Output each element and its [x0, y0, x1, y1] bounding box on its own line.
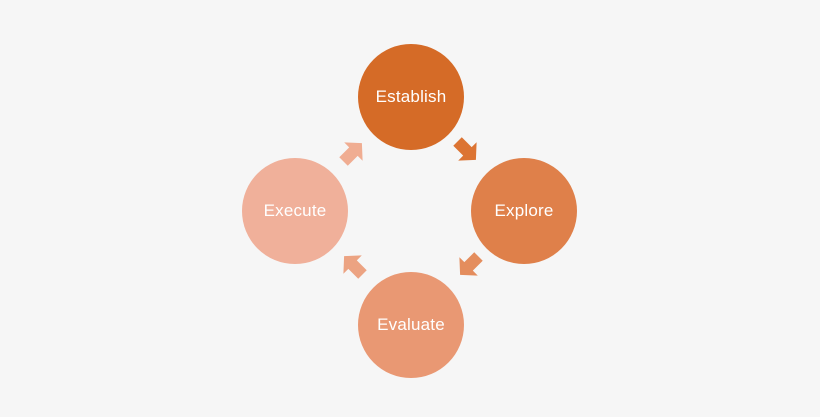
arrow-explore-to-evaluate — [459, 252, 483, 276]
node-evaluate: Evaluate — [358, 272, 464, 378]
arrow-evaluate-to-execute — [343, 255, 367, 279]
arrow-establish-to-explore — [453, 137, 477, 161]
node-establish-label: Establish — [375, 87, 447, 106]
node-execute-label: Execute — [263, 201, 327, 220]
node-explore-label: Explore — [494, 201, 554, 220]
node-evaluate-label: Evaluate — [377, 315, 445, 334]
arrow-execute-to-establish — [339, 142, 363, 166]
node-establish: Establish — [358, 44, 464, 150]
node-explore: Explore — [471, 158, 577, 264]
node-execute: Execute — [242, 158, 348, 264]
